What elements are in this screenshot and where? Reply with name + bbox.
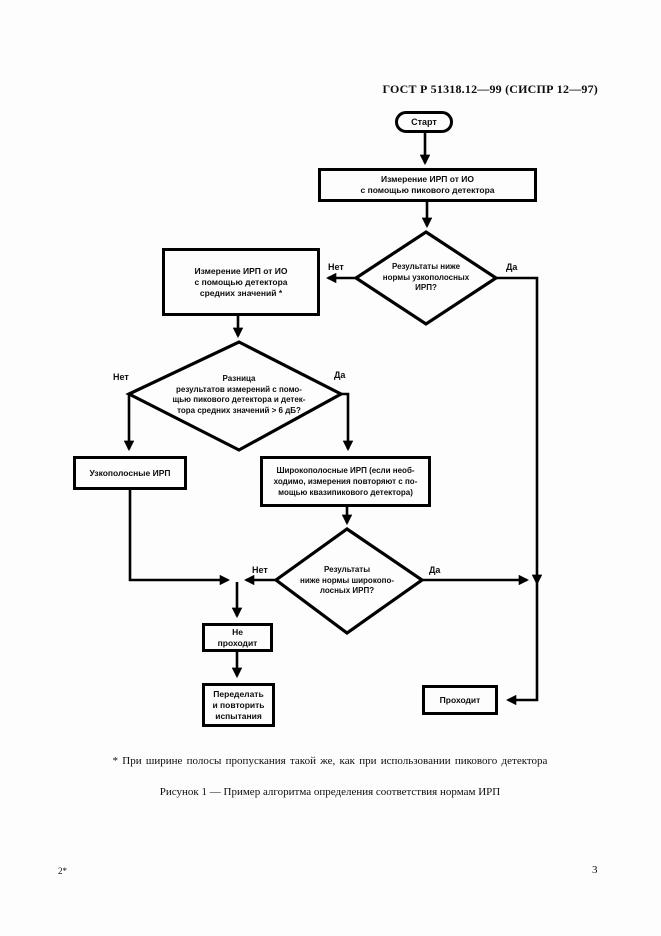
process-fail: Не проходит <box>202 623 273 652</box>
box-text-line: средних значений * <box>199 287 283 298</box>
decision-narrowband-norm-text: Результаты ниже нормы узкополосных ИРП? <box>356 262 496 294</box>
label-no-decision1: Нет <box>328 262 344 272</box>
decision-difference-text: Разница результатов измерений с помо- щь… <box>131 374 347 416</box>
box-text-line: Узкополосные ИРП <box>89 467 171 478</box>
decision-text-line: щью пикового детектора и детек- <box>172 395 306 404</box>
box-text-line: Проходит <box>439 694 481 705</box>
label-yes-decision2: Да <box>334 370 346 380</box>
decision-broadband-norm-text: Результаты ниже нормы широкопо- лосных И… <box>277 565 417 597</box>
start-label: Старт <box>411 117 437 127</box>
label-no-decision3: Нет <box>252 565 268 575</box>
box-text-line: Измерение ИРП от ИО <box>381 174 474 184</box>
decision-difference-shape <box>125 340 345 452</box>
footer-page-number: 3 <box>592 864 598 876</box>
process-pass: Проходит <box>422 685 498 715</box>
decision-text-line: ИРП? <box>415 283 437 292</box>
label-yes-decision3: Да <box>429 565 441 575</box>
process-narrowband: Узкополосные ИРП <box>73 456 187 490</box>
decision-text-line: Результаты <box>323 565 371 574</box>
start-terminator: Старт <box>395 111 453 133</box>
page-header: ГОСТ Р 51318.12—99 (СИСПР 12—97) <box>382 82 598 96</box>
decision-narrowband-norm-shape <box>353 230 499 326</box>
decision-text-line: Результаты ниже <box>391 262 461 271</box>
connector-yes1-right-rail <box>496 276 539 706</box>
box-text-line: с помощью пикового детектора <box>360 185 495 195</box>
box-text-line: Не <box>232 626 243 637</box>
box-text-line: испытания <box>215 710 262 721</box>
connector-narrowband-to-junction <box>128 490 231 586</box>
decision-text-line: тора средних значений > 6 дБ? <box>177 405 301 415</box>
decision-text-line: ниже нормы широкопо- <box>300 575 394 585</box>
footer-page-mark: 2* <box>58 866 67 876</box>
box-text-line: Широкополосные ИРП (если необ- <box>276 466 415 475</box>
box-text-line: и повторить <box>212 699 265 710</box>
process-broadband: Широкополосные ИРП (если необ- ходимо, и… <box>260 456 431 507</box>
label-no-decision2: Нет <box>113 372 129 382</box>
label-yes-decision1: Да <box>506 262 518 272</box>
box-text-line: Переделать <box>213 688 264 699</box>
box-text-line: с помощью детектора <box>194 276 288 287</box>
process-measure-average: Измерение ИРП от ИО с помощью детектора … <box>162 248 320 316</box>
decision-text-line: Разница <box>222 374 256 383</box>
box-text-line: проходит <box>217 637 258 648</box>
decision-broadband-norm-shape <box>273 527 425 635</box>
process-measure-peak: Измерение ИРП от ИО с помощью пикового д… <box>318 168 537 202</box>
footnote: * При ширине полосы пропускания такой же… <box>112 755 548 767</box>
decision-text-line: результатов измерений с помо- <box>176 384 302 394</box>
box-text-line: мощью квазипикового детектора) <box>278 488 413 497</box>
box-text-line: Измерение ИРП от ИО <box>194 265 288 276</box>
box-text-line: ходимо, измерения повторяют с по- <box>273 477 418 486</box>
process-redo: Переделать и повторить испытания <box>202 683 275 727</box>
figure-caption: Рисунок 1 — Пример алгоритма определения… <box>159 786 501 798</box>
decision-text-line: лосных ИРП? <box>319 586 375 595</box>
decision-text-line: нормы узкополосных <box>382 272 470 282</box>
